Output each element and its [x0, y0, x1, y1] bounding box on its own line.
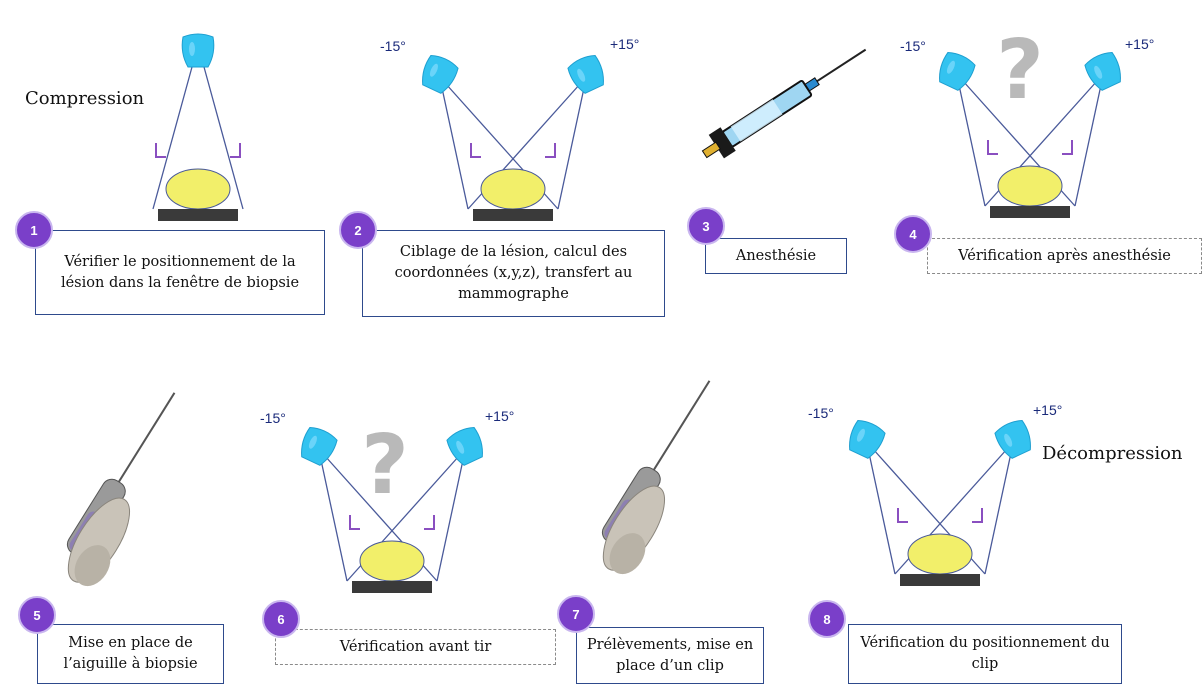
- step-1-lesion: [165, 168, 231, 210]
- step-8-window-bracket-right: [972, 508, 983, 523]
- step-8-caption: Vérification du positionnement du clip: [848, 624, 1122, 684]
- step-6-right-x-ray-tube-icon: [446, 427, 483, 466]
- angle-plus-15-step4: +15°: [1125, 36, 1155, 52]
- step-4-left-x-ray-tube-icon: [939, 52, 976, 91]
- step-4-caption: Vérification après anesthésie: [927, 238, 1202, 274]
- angle-plus-15-step8: +15°: [1033, 402, 1063, 418]
- step-8-left-x-ray-tube-icon: [849, 420, 886, 459]
- step-3-caption: Anesthésie: [705, 238, 847, 274]
- step-1-beam-line-1: [203, 66, 244, 210]
- step-6-beam-line-0: [320, 459, 348, 582]
- step-4-window-bracket-right: [1062, 140, 1073, 155]
- step-4-lesion: [997, 165, 1063, 207]
- angle-minus-15-step2: -15°: [380, 38, 406, 54]
- step-8-right-x-ray-tube-icon: [994, 420, 1031, 459]
- compression-label: Compression: [25, 88, 145, 109]
- step-2-right-x-ray-tube-icon: [567, 55, 604, 94]
- step-1-badge: 1: [15, 211, 53, 249]
- step-6-question-mark-icon: ?: [361, 418, 409, 513]
- step-8-badge: 8: [808, 600, 846, 638]
- step-1-caption: Vérifier le positionnement de la lésion …: [35, 230, 325, 315]
- step-6-lesion: [359, 540, 425, 582]
- step-1-window-bracket-left: [155, 143, 166, 158]
- step-4-beam-line-0: [958, 84, 986, 207]
- step-7-biopsy-gun-icon: [601, 380, 711, 575]
- step-2-beam-line-2: [557, 87, 585, 210]
- step-8-beam-line-2: [984, 452, 1012, 575]
- step-8-window-bracket-left: [897, 508, 908, 523]
- step-3-badge: 3: [687, 207, 725, 245]
- angle-plus-15-step2: +15°: [610, 36, 640, 52]
- step-7-caption: Prélèvements, mise en place d’un clip: [576, 627, 764, 684]
- angle-plus-15-step6: +15°: [485, 408, 515, 424]
- angle-minus-15-step8: -15°: [808, 405, 834, 421]
- step-1-beam-line-0: [152, 66, 193, 210]
- step-7-badge: 7: [557, 595, 595, 633]
- step-2-caption: Ciblage de la lésion, calcul des coordon…: [362, 230, 665, 317]
- step-6-compression-plate: [352, 581, 432, 593]
- step-6-badge: 6: [262, 600, 300, 638]
- step-2-window-bracket-right: [545, 143, 556, 158]
- step-6-beam-line-2: [436, 459, 464, 582]
- step-2-compression-plate: [473, 209, 553, 221]
- syringe-icon: [701, 48, 867, 159]
- step-2-lesion: [480, 168, 546, 210]
- decompression-label: Décompression: [1042, 443, 1183, 464]
- step-2-window-bracket-left: [470, 143, 481, 158]
- angle-minus-15-step6: -15°: [260, 410, 286, 426]
- step-6-window-bracket-left: [349, 515, 360, 530]
- step-2-left-x-ray-tube-icon: [422, 55, 459, 94]
- step-4-badge: 4: [894, 215, 932, 253]
- step-5-caption: Mise en place de l’aiguille à biopsie: [37, 624, 224, 684]
- step-5-biopsy-gun-icon: [66, 392, 176, 587]
- step-4-right-x-ray-tube-icon: [1084, 52, 1121, 91]
- step-6-left-x-ray-tube-icon: [301, 427, 338, 466]
- step-6-caption: Vérification avant tir: [275, 629, 556, 665]
- step-6-window-bracket-right: [424, 515, 435, 530]
- step-1-compression-plate: [158, 209, 238, 221]
- step-1-window-bracket-right: [230, 143, 241, 158]
- angle-minus-15-step4: -15°: [900, 38, 926, 54]
- step-4-beam-line-2: [1074, 84, 1102, 207]
- step-8-lesion: [907, 533, 973, 575]
- step-2-beam-line-0: [441, 87, 469, 210]
- step-4-window-bracket-left: [987, 140, 998, 155]
- step-5-badge: 5: [18, 596, 56, 634]
- step-2-badge: 2: [339, 211, 377, 249]
- step-8-beam-line-0: [868, 452, 896, 575]
- step-8-compression-plate: [900, 574, 980, 586]
- step-4-question-mark-icon: ?: [996, 23, 1044, 118]
- step-4-compression-plate: [990, 206, 1070, 218]
- step-1-x-ray-tube-icon: [181, 33, 215, 68]
